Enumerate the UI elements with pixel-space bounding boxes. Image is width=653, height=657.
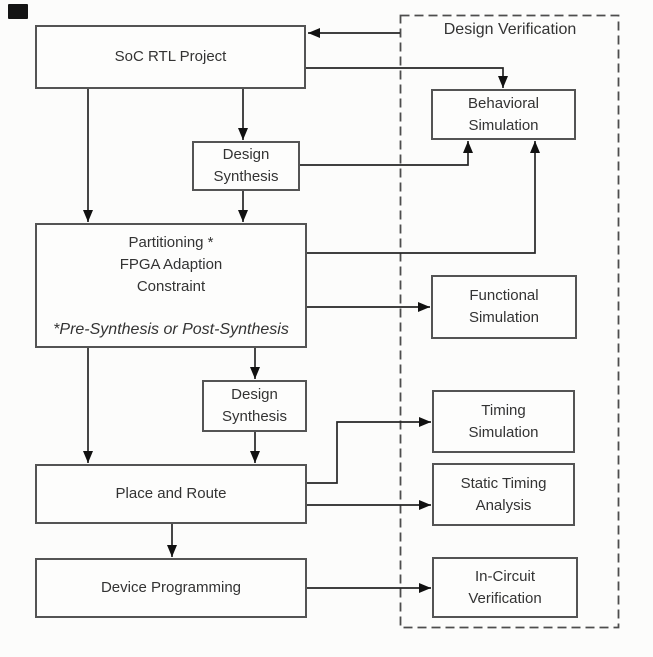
node-label: In-Circuit Verification: [468, 567, 542, 607]
node-label: Timing Simulation: [468, 401, 539, 441]
node-label: Device Programming: [100, 579, 242, 596]
node-design-synthesis-top: Design Synthesis: [192, 141, 300, 191]
edge-design-synthesis-top-to-behavioral: [300, 141, 473, 166]
node-soc-rtl-project: SoC RTL Project: [35, 25, 306, 89]
node-in-circuit-verification: In-Circuit Verification: [432, 557, 578, 618]
node-label: Behavioral Simulation: [468, 94, 539, 134]
node-place-and-route: Place and Route: [35, 464, 307, 524]
edge-soc-to-behavioral: [306, 67, 508, 88]
node-footnote: *Pre-Synthesis or Post-Synthesis: [53, 321, 289, 338]
node-label: Place and Route: [115, 485, 227, 502]
node-label: Design Synthesis: [213, 146, 279, 185]
edge-partitioning-to-behavioral: [307, 141, 540, 254]
node-device-programming: Device Programming: [35, 558, 307, 618]
node-functional-simulation: Functional Simulation: [431, 275, 577, 339]
node-static-timing-analysis: Static Timing Analysis: [432, 463, 575, 526]
node-label: Functional Simulation: [468, 287, 540, 326]
node-design-synthesis-bottom: Design Synthesis: [202, 380, 307, 432]
node-label: Partitioning * FPGA Adaption Constraint: [119, 234, 223, 295]
node-partitioning: Partitioning * FPGA Adaption Constraint …: [35, 223, 307, 348]
node-timing-simulation: Timing Simulation: [432, 390, 575, 453]
edge-place-route-to-timing: [307, 417, 431, 484]
node-label: Design Synthesis: [221, 386, 288, 425]
scan-artifact-mark: [8, 4, 28, 19]
region-title-design-verification: Design Verification: [443, 21, 577, 38]
node-label: Static Timing Analysis: [460, 474, 547, 514]
node-label: SoC RTL Project: [114, 48, 227, 65]
node-behavioral-simulation: Behavioral Simulation: [431, 89, 576, 140]
